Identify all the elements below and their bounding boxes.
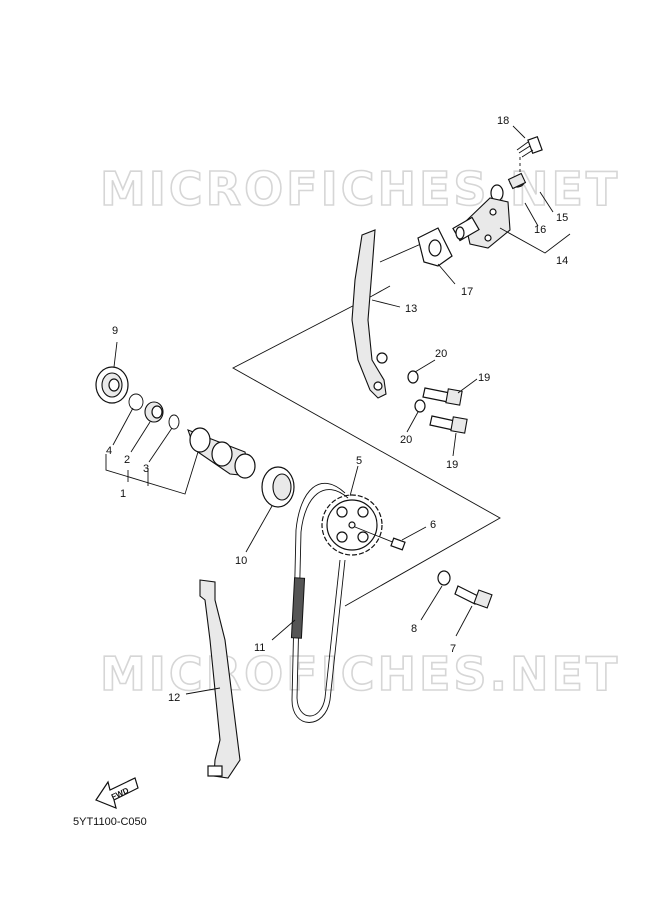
callout-8: 8 [411,623,417,635]
camshaft-1 [187,427,256,479]
bolt-19a [422,387,463,406]
watermark-bottom: MICROFICHES.NET [100,647,620,701]
circlip-4 [128,393,144,411]
guide-12 [199,579,241,779]
callout-12: 12 [168,692,180,704]
bearing-10 [261,466,295,508]
washer-8 [437,570,451,586]
bearing-9 [95,366,129,404]
callout-13: 13 [405,303,417,315]
callout-14: 14 [556,255,568,267]
callout-2: 2 [124,454,130,466]
callout-16: 16 [534,224,546,236]
cam-chain-11 [290,482,349,723]
callout-4: 4 [106,445,112,457]
callout-19-upper: 19 [478,372,490,384]
callout-15: 15 [556,212,568,224]
callout-1: 1 [120,488,126,500]
washer-20a [407,370,419,384]
callout-20-lower: 20 [400,434,412,446]
callout-3: 3 [143,463,149,475]
callout-6: 6 [430,519,436,531]
bush-2 [144,401,164,423]
callout-17: 17 [461,286,473,298]
sprocket-5 [321,494,383,556]
diagram-code: 5YT1100-C050 [73,816,147,828]
callout-20-upper: 20 [435,348,447,360]
callout-5: 5 [356,455,362,467]
ring-3 [168,414,180,430]
callout-11: 11 [254,642,265,654]
pin-6 [354,526,406,551]
guide-13 [351,229,388,399]
callout-19-lower: 19 [446,459,458,471]
bolt-19b [429,415,468,434]
plug-15 [507,172,527,190]
bolt-7 [454,585,493,609]
fwd-arrow-icon: FWD [95,777,139,809]
callout-10: 10 [235,555,247,567]
watermark-top: MICROFICHES.NET [100,162,620,216]
callout-18: 18 [497,115,509,127]
callout-9: 9 [112,325,118,337]
washer-20b [414,399,426,413]
tensioner-14 [452,197,511,249]
reference-frame [232,295,501,607]
callout-7: 7 [450,643,456,655]
gasket-17 [417,227,453,267]
leader-lines [105,125,571,695]
bolt-18 [516,135,543,172]
